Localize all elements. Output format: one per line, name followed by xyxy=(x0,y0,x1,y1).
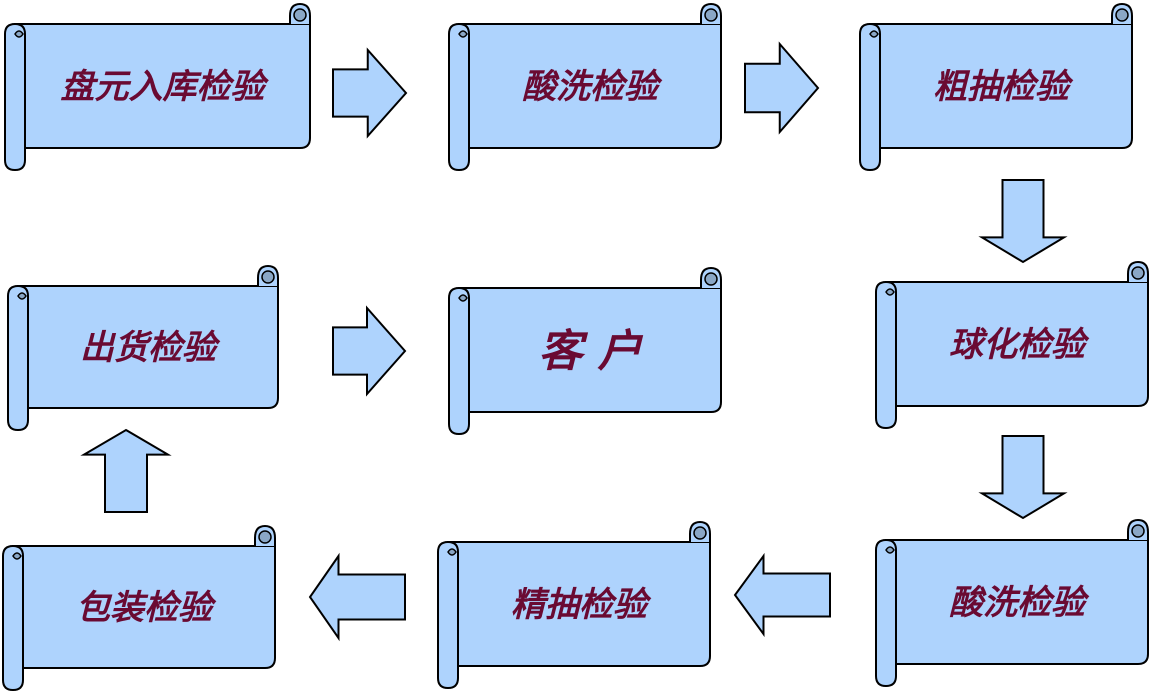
arrow-left-2 xyxy=(308,552,406,642)
scroll-body xyxy=(885,281,1149,407)
scroll-body xyxy=(458,287,722,413)
step-coil-inbound: 盘元入库检验 xyxy=(4,2,311,172)
step-label: 盘元入库检验 xyxy=(61,67,270,107)
scroll-left-curl xyxy=(458,294,468,302)
arrow-down-1 xyxy=(978,179,1068,264)
step-customer: 客 户 xyxy=(448,266,722,436)
step-pickling-1: 酸洗检验 xyxy=(448,2,722,172)
scroll-left-curl xyxy=(12,552,22,560)
scroll-top-roll xyxy=(1131,524,1145,538)
scroll-top-roll xyxy=(693,526,707,540)
step-label: 粗抽检验 xyxy=(933,67,1074,107)
scroll-left-roll xyxy=(875,280,897,430)
step-label: 球化检验 xyxy=(949,325,1090,365)
step-spheroidizing: 球化检验 xyxy=(875,260,1149,430)
step-shipment: 出货检验 xyxy=(7,264,279,432)
scroll-left-curl xyxy=(14,30,24,38)
scroll-top-roll xyxy=(258,530,272,544)
arrow-down-2 xyxy=(978,435,1068,520)
step-rough-drawing: 粗抽检验 xyxy=(859,2,1133,172)
scroll-left-roll xyxy=(437,540,459,690)
scroll-body xyxy=(869,23,1133,149)
scroll-left-curl xyxy=(458,30,468,38)
scroll-left-roll xyxy=(7,284,29,432)
step-packaging: 包装检验 xyxy=(2,524,276,691)
scroll-body xyxy=(885,539,1149,665)
step-label: 酸洗检验 xyxy=(949,583,1090,623)
scroll-top-roll xyxy=(704,272,718,286)
step-pickling-2: 酸洗检验 xyxy=(875,518,1149,688)
step-label: 酸洗检验 xyxy=(522,67,663,107)
arrow-right-3 xyxy=(332,305,407,397)
step-fine-drawing: 精抽检验 xyxy=(437,520,711,690)
scroll-body xyxy=(14,23,311,149)
scroll-top-roll xyxy=(704,8,718,22)
step-label: 出货检验 xyxy=(80,328,221,368)
scroll-left-curl xyxy=(17,292,27,300)
scroll-body xyxy=(447,541,711,667)
scroll-left-roll xyxy=(2,544,24,691)
scroll-left-roll xyxy=(448,286,470,436)
arrow-up-1 xyxy=(80,428,172,513)
scroll-left-curl xyxy=(885,288,895,296)
scroll-left-roll xyxy=(875,538,897,688)
arrow-right-1 xyxy=(332,47,408,139)
scroll-top-roll xyxy=(293,8,307,22)
arrow-left-1 xyxy=(733,552,831,638)
scroll-body xyxy=(458,23,722,149)
scroll-left-curl xyxy=(885,546,895,554)
scroll-left-curl xyxy=(447,548,457,556)
scroll-left-curl xyxy=(869,30,879,38)
step-label: 包装检验 xyxy=(76,588,217,628)
scroll-top-roll xyxy=(1115,8,1129,22)
scroll-left-roll xyxy=(448,22,470,172)
step-label: 精抽检验 xyxy=(511,585,652,625)
step-label: 客 户 xyxy=(538,326,643,377)
scroll-left-roll xyxy=(4,22,26,172)
scroll-top-roll xyxy=(1131,266,1145,280)
arrow-right-2 xyxy=(744,41,820,135)
scroll-top-roll xyxy=(261,270,275,284)
scroll-body xyxy=(17,285,279,409)
scroll-body xyxy=(12,545,276,669)
scroll-left-roll xyxy=(859,22,881,172)
